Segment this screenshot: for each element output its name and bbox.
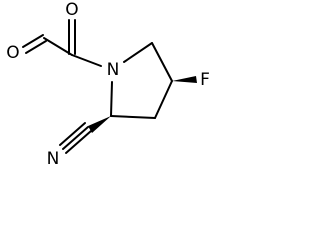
bond-carbonyl-to-nitrogen <box>71 54 102 67</box>
bond-aldehyde-double-a <box>22 34 44 48</box>
atom-label-fluorine: F <box>200 70 210 90</box>
bond-aldehyde-double-b <box>25 40 47 54</box>
atom-label-nitrogen-nitrile: N <box>47 149 60 169</box>
bond-ring-n-c2 <box>123 42 153 63</box>
bond-ring-c4-c5 <box>110 115 156 119</box>
bond-nitrile-triple-a <box>62 126 89 150</box>
bond-nitrile-triple-c <box>59 122 86 146</box>
atom-label-oxygen-ketone: O <box>65 0 78 20</box>
bond-nitrile-triple-b <box>65 130 92 154</box>
bond-aldehyde-to-carbonyl <box>43 37 73 56</box>
wedge-bond-fluorine <box>172 76 197 83</box>
bond-ring-c2-c3 <box>151 42 173 82</box>
molecule-structure: O O N F N <box>6 0 210 169</box>
wedge-bond-nitrile <box>88 116 111 133</box>
bond-ring-c5-n <box>110 81 113 117</box>
bond-ring-c3-c4 <box>154 80 173 119</box>
atom-label-nitrogen-ring: N <box>107 60 120 80</box>
atom-label-oxygen-aldehyde: O <box>6 43 19 63</box>
